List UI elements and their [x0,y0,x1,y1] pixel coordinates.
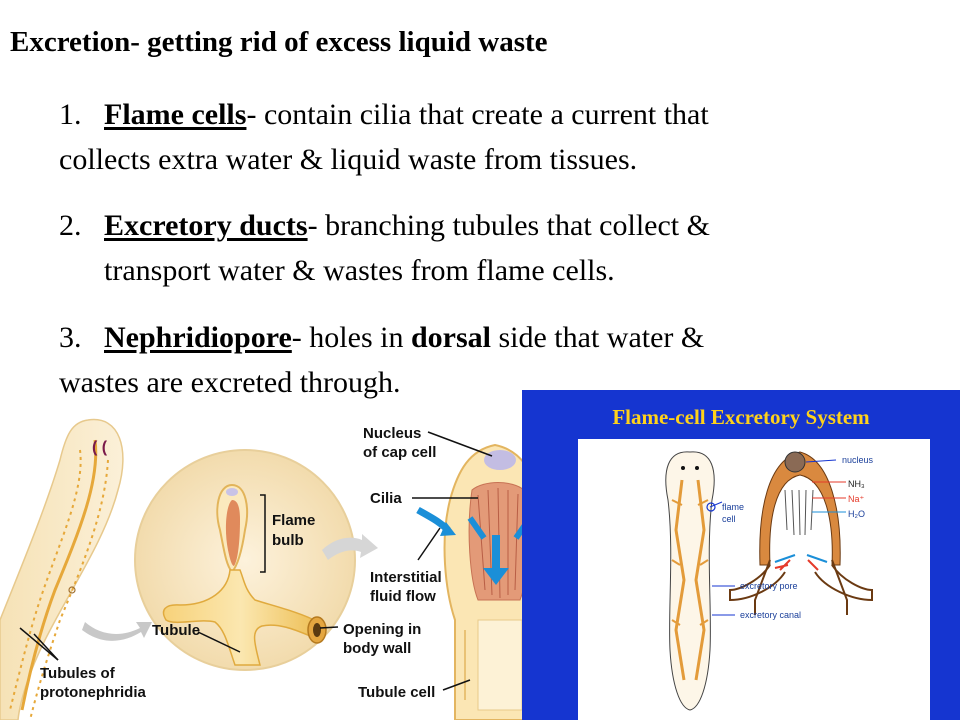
label-flame: Flame [272,512,315,529]
label-tubule: Tubule [152,622,200,639]
inset-title: Flame-cell Excretory System [612,405,870,429]
inset-label-flame: flame [722,502,744,512]
item-line-2: wastes are excreted through. [59,366,401,399]
label-tubule-cell: Tubule cell [358,684,435,701]
inset-label-nh3: NH₃ [848,479,865,489]
label-interstitial: Interstitial [370,569,442,586]
svg-text:( (: ( ( [92,439,108,456]
flame-cell-closeup [416,443,560,721]
item-text-bold: dorsal [410,321,491,354]
item-line-1: 2. Excretory ducts- branching tubules tha… [59,203,710,248]
inset-label-excretory-pore: excretory pore [740,581,798,591]
inset-panel: Flame-cell Excretory System nucleus NH₃ … [522,390,960,720]
item-term: Excretory ducts [104,209,308,242]
label-cilia: Cilia [370,490,402,507]
magnified-flame-cell [134,449,356,671]
inset-label-cell: cell [722,514,736,524]
item-text: side that water & [490,321,705,354]
item-nephridiopore: 3. Nephridiopore- holes in dorsal side th… [59,315,704,405]
inset-label-nucleus: nucleus [842,455,874,465]
inset-label-na: Na⁺ [848,494,865,504]
label-bulb: bulb [272,532,304,549]
label-body-wall: body wall [343,640,411,657]
label-protonephridia: protonephridia [40,684,146,701]
slide-title: Excretion- getting rid of excess liquid … [10,26,548,58]
item-number: 1. [59,98,82,131]
item-term: Flame cells [104,98,247,131]
item-line-1: 1. Flame cells- contain cilia that create… [59,92,709,137]
item-number: 2. [59,209,82,242]
item-term: Nephridiopore [104,321,292,354]
planarian-body: ( ( [0,418,124,721]
item-text: - contain cilia that create a current th… [246,98,709,131]
item-excretory-ducts: 2. Excretory ducts- branching tubules tha… [59,203,710,293]
item-line-2: transport water & wastes from flame cell… [104,254,615,287]
item-number: 3. [59,321,82,354]
figure-area: ( ( Tubules of protonephridia Flame bulb… [0,390,960,721]
label-nucleus: Nucleus [363,425,421,442]
item-text: - branching tubules that collect & [307,209,710,242]
label-tubules-of: Tubules of [40,665,116,682]
item-text: - holes in [291,321,411,354]
item-flame-cells: 1. Flame cells- contain cilia that create… [59,92,709,182]
item-line-2: collects extra water & liquid waste from… [59,143,638,176]
inset-label-excretory-canal: excretory canal [740,610,801,620]
item-line-1: 3. Nephridiopore- holes in dorsal side th… [59,315,704,360]
figure-illustration: ( ( Tubules of protonephridia Flame bulb… [0,390,960,721]
label-fluid-flow: fluid flow [370,588,436,605]
inset-label-h2o: H₂O [848,509,865,519]
label-cap-cell: of cap cell [363,444,436,461]
label-opening: Opening in [343,621,421,638]
